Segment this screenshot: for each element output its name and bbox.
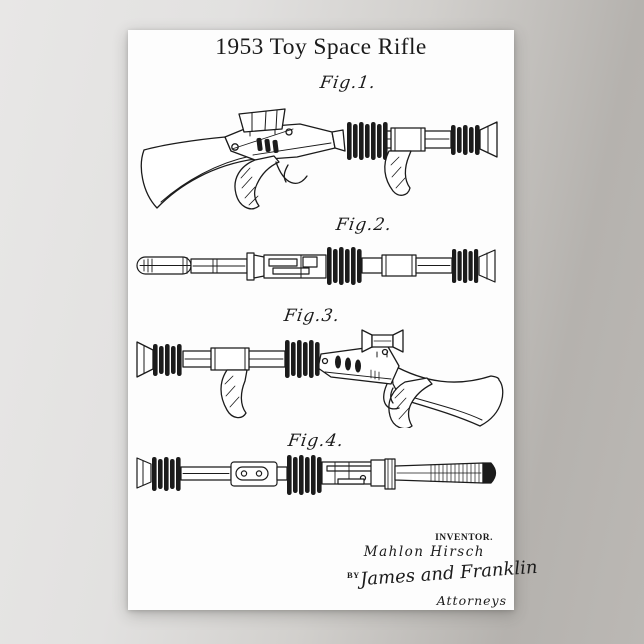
attorneys-label: Attorneys xyxy=(436,593,507,608)
fig1-rifle-side-view-drawing xyxy=(140,108,498,210)
attorney-signature: James and Franklin xyxy=(359,556,539,591)
fig3-rifle-side-view-drawing xyxy=(136,329,504,428)
fig3-label: Fig.3. xyxy=(282,306,342,326)
fig2-rifle-top-view-drawing xyxy=(136,247,496,285)
inventor-label: INVENTOR. xyxy=(435,533,493,543)
credits-block: INVENTOR. Mahlon Hirsch BY James and Fra… xyxy=(343,533,538,608)
inventor-name: Mahlon Hirsch xyxy=(363,544,485,560)
fig1-label: Fig.1. xyxy=(318,73,378,93)
attorney-signature-line: BY James and Franklin xyxy=(343,557,538,595)
fig4-label: Fig.4. xyxy=(286,431,346,451)
fig4-rifle-bottom-view-drawing xyxy=(136,455,497,495)
patent-poster: 1953 Toy Space Rifle Fig.1. xyxy=(128,30,538,610)
fig2-label: Fig.2. xyxy=(334,215,394,235)
by-label: BY xyxy=(347,570,360,580)
poster-title: 1953 Toy Space Rifle xyxy=(215,34,427,60)
